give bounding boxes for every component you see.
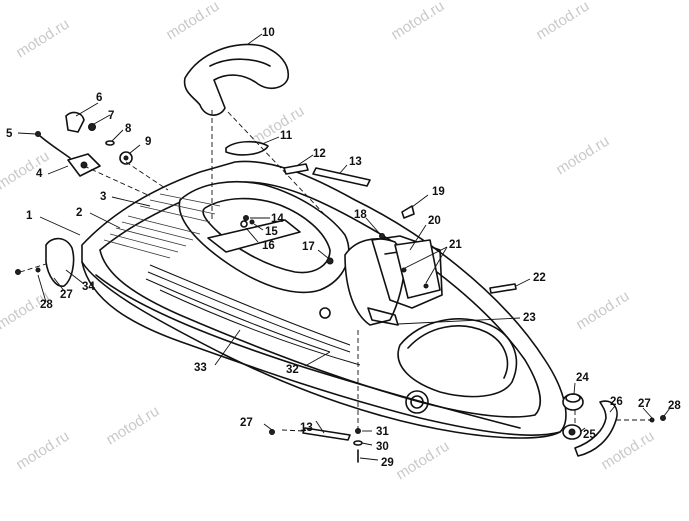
watermark-text: motod.ru xyxy=(13,428,72,474)
part-28-left xyxy=(15,269,21,275)
part-22 xyxy=(489,283,517,294)
part-18 xyxy=(379,233,385,239)
callout-23: 23 xyxy=(523,312,536,324)
callout-27-left: 27 xyxy=(60,289,73,301)
grab-handle-pad-11 xyxy=(225,140,269,156)
leader-lines xyxy=(17,33,671,461)
callout-25: 25 xyxy=(583,429,596,441)
hull-deck xyxy=(81,160,567,439)
part-13-bottom xyxy=(302,427,351,441)
watermark-text: motod.ru xyxy=(13,16,72,62)
part-8-washer xyxy=(105,140,115,146)
watermark-text: motod.ru xyxy=(573,288,632,334)
fasteners-14-15-16 xyxy=(240,215,255,228)
part-4-plate xyxy=(67,153,101,177)
drain-port xyxy=(405,390,429,414)
callout-9: 9 xyxy=(145,136,151,148)
mat-hatching-left xyxy=(103,193,221,259)
front-hatch xyxy=(397,318,518,398)
grab-handle-10 xyxy=(183,43,289,116)
bumper-34 xyxy=(45,237,75,287)
callout-13: 13 xyxy=(349,156,362,168)
callout-28-right: 28 xyxy=(668,400,681,412)
callout-4: 4 xyxy=(36,168,43,180)
fasteners-29-30-31 xyxy=(353,428,363,463)
callout-8: 8 xyxy=(125,123,132,135)
part-6-bracket xyxy=(65,111,85,133)
watermark-text: motod.ru xyxy=(163,0,222,43)
callout-29: 29 xyxy=(381,457,394,469)
deck-fitting xyxy=(326,257,334,265)
assembly-lines xyxy=(19,110,650,432)
part-24-cap xyxy=(562,393,584,411)
part-7-nut xyxy=(88,123,96,131)
callout-33: 33 xyxy=(194,362,207,374)
callout-22: 22 xyxy=(533,272,546,284)
bracket xyxy=(367,307,399,326)
callout-19: 19 xyxy=(432,186,445,198)
part-27-bottom xyxy=(269,429,275,435)
steering-cowl xyxy=(371,235,443,309)
callout-26: 26 xyxy=(610,396,623,408)
callout-17: 17 xyxy=(302,241,315,253)
callout-31: 31 xyxy=(376,426,389,438)
callout-16: 16 xyxy=(262,240,275,252)
callout-14: 14 xyxy=(271,213,284,225)
rear-storage-lid xyxy=(207,219,301,253)
callout-labels: 5 6 7 8 9 10 11 12 13 4 3 2 1 14 15 16 1… xyxy=(6,27,681,469)
watermark-text: motod.ru xyxy=(553,133,612,179)
part-26-bumper xyxy=(574,400,618,457)
rub-strip-lines xyxy=(145,264,361,366)
callout-21: 21 xyxy=(449,239,462,251)
steering-tower xyxy=(344,238,406,326)
callout-24: 24 xyxy=(576,372,589,384)
callout-28-left: 28 xyxy=(40,299,53,311)
callout-27-bottom: 27 xyxy=(240,417,253,429)
part-5-cable xyxy=(35,131,71,159)
watermark-text: motod.ru xyxy=(393,438,452,484)
callout-15: 15 xyxy=(265,226,278,238)
hull-side xyxy=(81,261,561,436)
callout-7: 7 xyxy=(108,110,114,122)
callout-13-bottom: 13 xyxy=(300,422,313,434)
part-13-top xyxy=(312,167,371,187)
part-19 xyxy=(401,205,415,219)
watermark-text: motod.ru xyxy=(0,148,52,194)
callout-32: 32 xyxy=(286,364,299,376)
part-9-cap xyxy=(119,151,133,165)
seat-pan-inner xyxy=(202,197,331,274)
part-20-21-panel xyxy=(394,239,441,299)
drain-port-inner xyxy=(410,395,424,409)
deck-grommet xyxy=(319,307,331,319)
callout-10: 10 xyxy=(262,27,275,39)
callout-11: 11 xyxy=(280,130,293,142)
callout-1: 1 xyxy=(26,210,33,222)
callout-3: 3 xyxy=(100,191,106,203)
callout-12: 12 xyxy=(313,148,326,160)
callout-20: 20 xyxy=(428,215,441,227)
callout-2: 2 xyxy=(76,207,82,219)
watermark-text: motod.ru xyxy=(388,0,447,43)
callout-27-right: 27 xyxy=(638,398,651,410)
callout-6: 6 xyxy=(96,92,102,104)
part-27-left xyxy=(35,267,41,273)
callout-5: 5 xyxy=(6,128,13,140)
part-27-28-right xyxy=(649,415,666,423)
callout-30: 30 xyxy=(376,441,389,453)
callout-18: 18 xyxy=(354,209,367,221)
part-25-bow-eye xyxy=(562,424,582,440)
front-hatch-inner xyxy=(407,325,509,379)
watermark-text: motod.ru xyxy=(103,403,162,449)
callout-34: 34 xyxy=(82,281,95,293)
part-12 xyxy=(283,163,309,175)
watermark-text: motod.ru xyxy=(533,0,592,43)
